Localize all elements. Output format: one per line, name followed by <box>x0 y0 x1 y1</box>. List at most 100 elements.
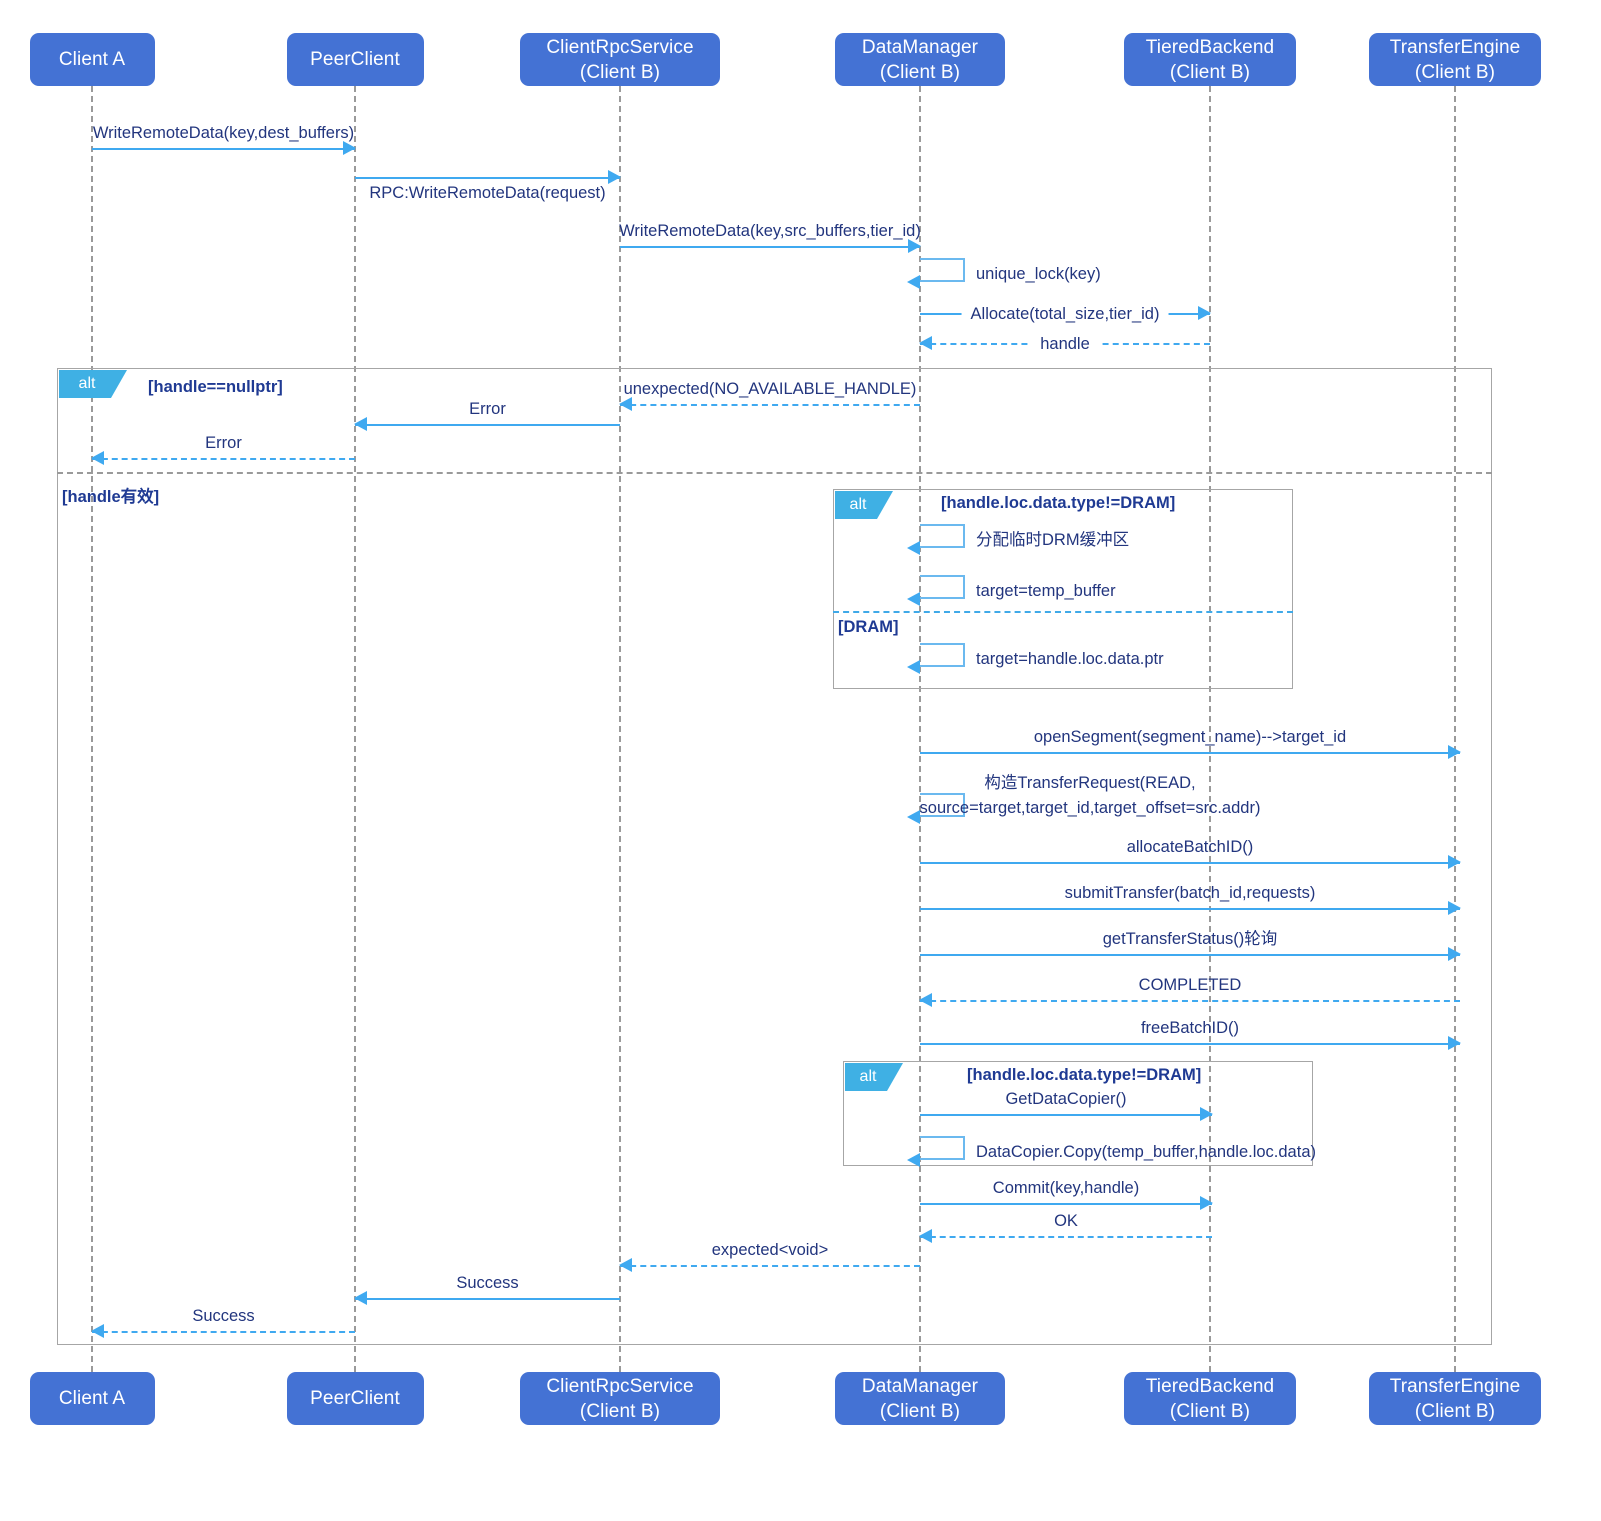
message-arrowhead <box>1448 947 1461 961</box>
fragment-condition-2: [handle有效] <box>62 488 160 506</box>
self-message-loop <box>920 643 965 667</box>
message-label: COMPLETED <box>1138 976 1242 994</box>
message-arrowhead <box>619 1258 632 1272</box>
fragment-operator-tab: alt <box>835 491 893 519</box>
lifeline-transfer <box>1454 86 1456 1372</box>
participant-peerClient-top[interactable]: PeerClient <box>286 33 424 86</box>
message-arrowhead <box>1200 1196 1213 1210</box>
self-message-label-line2: source=target,target_id,target_offset=sr… <box>919 799 1261 817</box>
fragment-frag-outer <box>57 368 1492 1345</box>
self-message-loop <box>920 258 965 282</box>
self-message-arrowhead <box>907 659 920 674</box>
fragment-operator-tab: alt <box>845 1063 903 1091</box>
self-message-loop <box>920 524 965 548</box>
message-line <box>620 246 920 248</box>
self-message-loop <box>920 1136 965 1160</box>
message-label: Success <box>456 1274 519 1292</box>
message-line <box>355 1298 620 1300</box>
message-line <box>920 1000 1460 1002</box>
fragment-condition-1: [handle.loc.data.type!=DRAM] <box>967 1066 1202 1084</box>
participant-clientA-bottom[interactable]: Client A <box>29 1372 155 1425</box>
lifeline-dataManager <box>919 86 921 1372</box>
participant-label-primary: TransferEngine <box>1389 36 1521 58</box>
message-line <box>620 404 920 406</box>
fragment-condition-2: [DRAM] <box>838 618 899 636</box>
message-label: Success <box>192 1307 255 1325</box>
message-label: expected<void> <box>711 1241 829 1259</box>
participant-rpcService-top[interactable]: ClientRpcService (Client B) <box>520 33 720 86</box>
participant-label-primary: DataManager <box>861 1375 979 1397</box>
message-label: freeBatchID() <box>1140 1019 1240 1037</box>
message-label: unexpected(NO_AVAILABLE_HANDLE) <box>623 380 917 398</box>
self-message-label: target=handle.loc.data.ptr <box>976 650 1164 668</box>
message-arrowhead <box>354 417 367 431</box>
participant-peerClient-bottom[interactable]: PeerClient <box>286 1372 424 1425</box>
self-message-return-stub <box>919 1158 933 1161</box>
message-label: openSegment(segment_name)-->target_id <box>1033 728 1347 746</box>
self-message-return-stub <box>919 546 933 549</box>
participant-label-secondary: (Client B) <box>1414 1400 1496 1422</box>
participant-label-primary: PeerClient <box>310 1388 400 1409</box>
message-arrowhead <box>1200 1107 1213 1121</box>
participant-label-secondary: (Client B) <box>1414 61 1496 83</box>
participant-label-primary: PeerClient <box>310 49 400 70</box>
message-line <box>920 1043 1460 1045</box>
fragment-operator-tab: alt <box>59 370 127 398</box>
participant-rpcService-bottom[interactable]: ClientRpcService(Client B) <box>520 1372 720 1425</box>
participant-label-primary: TieredBackend <box>1145 1375 1275 1397</box>
message-line <box>92 148 355 150</box>
message-arrowhead <box>919 1229 932 1243</box>
message-label: handle <box>1031 335 1099 354</box>
message-label: GetDataCopier() <box>1005 1090 1127 1108</box>
lifeline-tiered <box>1209 86 1211 1372</box>
self-message-arrowhead <box>907 809 920 824</box>
participant-label-primary: Client A <box>58 49 126 70</box>
message-line <box>355 424 620 426</box>
message-arrowhead <box>919 993 932 1007</box>
message-arrowhead <box>908 239 921 253</box>
participant-transfer-bottom[interactable]: TransferEngine (Client B) <box>1369 1372 1541 1425</box>
message-label: WriteRemoteData(key,src_buffers,tier_id) <box>619 222 921 240</box>
message-line <box>920 1203 1212 1205</box>
message-line <box>920 1236 1212 1238</box>
self-message-arrowhead <box>907 274 920 289</box>
participant-label-secondary: (Client B) <box>879 1400 961 1422</box>
self-message-return-stub <box>919 815 933 818</box>
message-arrowhead <box>1448 855 1461 869</box>
participant-label-secondary: (Client B) <box>579 61 661 83</box>
message-arrowhead <box>343 141 356 155</box>
self-message-return-stub <box>919 280 933 283</box>
self-message-arrowhead <box>907 1152 920 1167</box>
participant-label-primary: TransferEngine <box>1389 1375 1521 1397</box>
participant-dataManager-bottom[interactable]: DataManager (Client B) <box>835 1372 1005 1425</box>
self-message-arrowhead <box>907 591 920 606</box>
self-message-return-stub <box>919 665 933 668</box>
message-arrowhead <box>608 170 621 184</box>
message-arrowhead <box>919 336 932 350</box>
self-message-loop <box>920 575 965 599</box>
participant-label-primary: ClientRpcService <box>546 36 694 58</box>
message-line <box>920 862 1460 864</box>
participant-tiered-bottom[interactable]: TieredBackend(Client B) <box>1124 1372 1296 1425</box>
participant-clientA-top[interactable]: Client A <box>29 33 155 86</box>
fragment-separator-1 <box>833 611 1293 613</box>
self-message-label: 分配临时DRM缓冲区 <box>976 531 1130 549</box>
self-message-label: 构造TransferRequest(READ,source=target,tar… <box>860 771 1320 821</box>
message-line <box>355 177 620 179</box>
message-line <box>92 1331 355 1333</box>
participant-label-primary: TieredBackend <box>1145 36 1275 58</box>
message-label: Commit(key,handle) <box>992 1179 1140 1197</box>
participant-tiered-top[interactable]: TieredBackend(Client B) <box>1124 33 1296 86</box>
message-label: allocateBatchID() <box>1126 838 1254 856</box>
message-line <box>620 1265 920 1267</box>
participant-transfer-top[interactable]: TransferEngine (Client B) <box>1369 33 1541 86</box>
participant-label-secondary: (Client B) <box>879 61 961 83</box>
self-message-loop <box>920 793 965 817</box>
message-arrowhead <box>1448 745 1461 759</box>
self-message-return-stub <box>919 597 933 600</box>
message-label: Error <box>205 434 242 452</box>
lifeline-rpcService <box>619 86 621 1372</box>
message-label: getTransferStatus()轮询 <box>1102 930 1278 948</box>
participant-dataManager-top[interactable]: DataManager(Client B) <box>835 33 1005 86</box>
